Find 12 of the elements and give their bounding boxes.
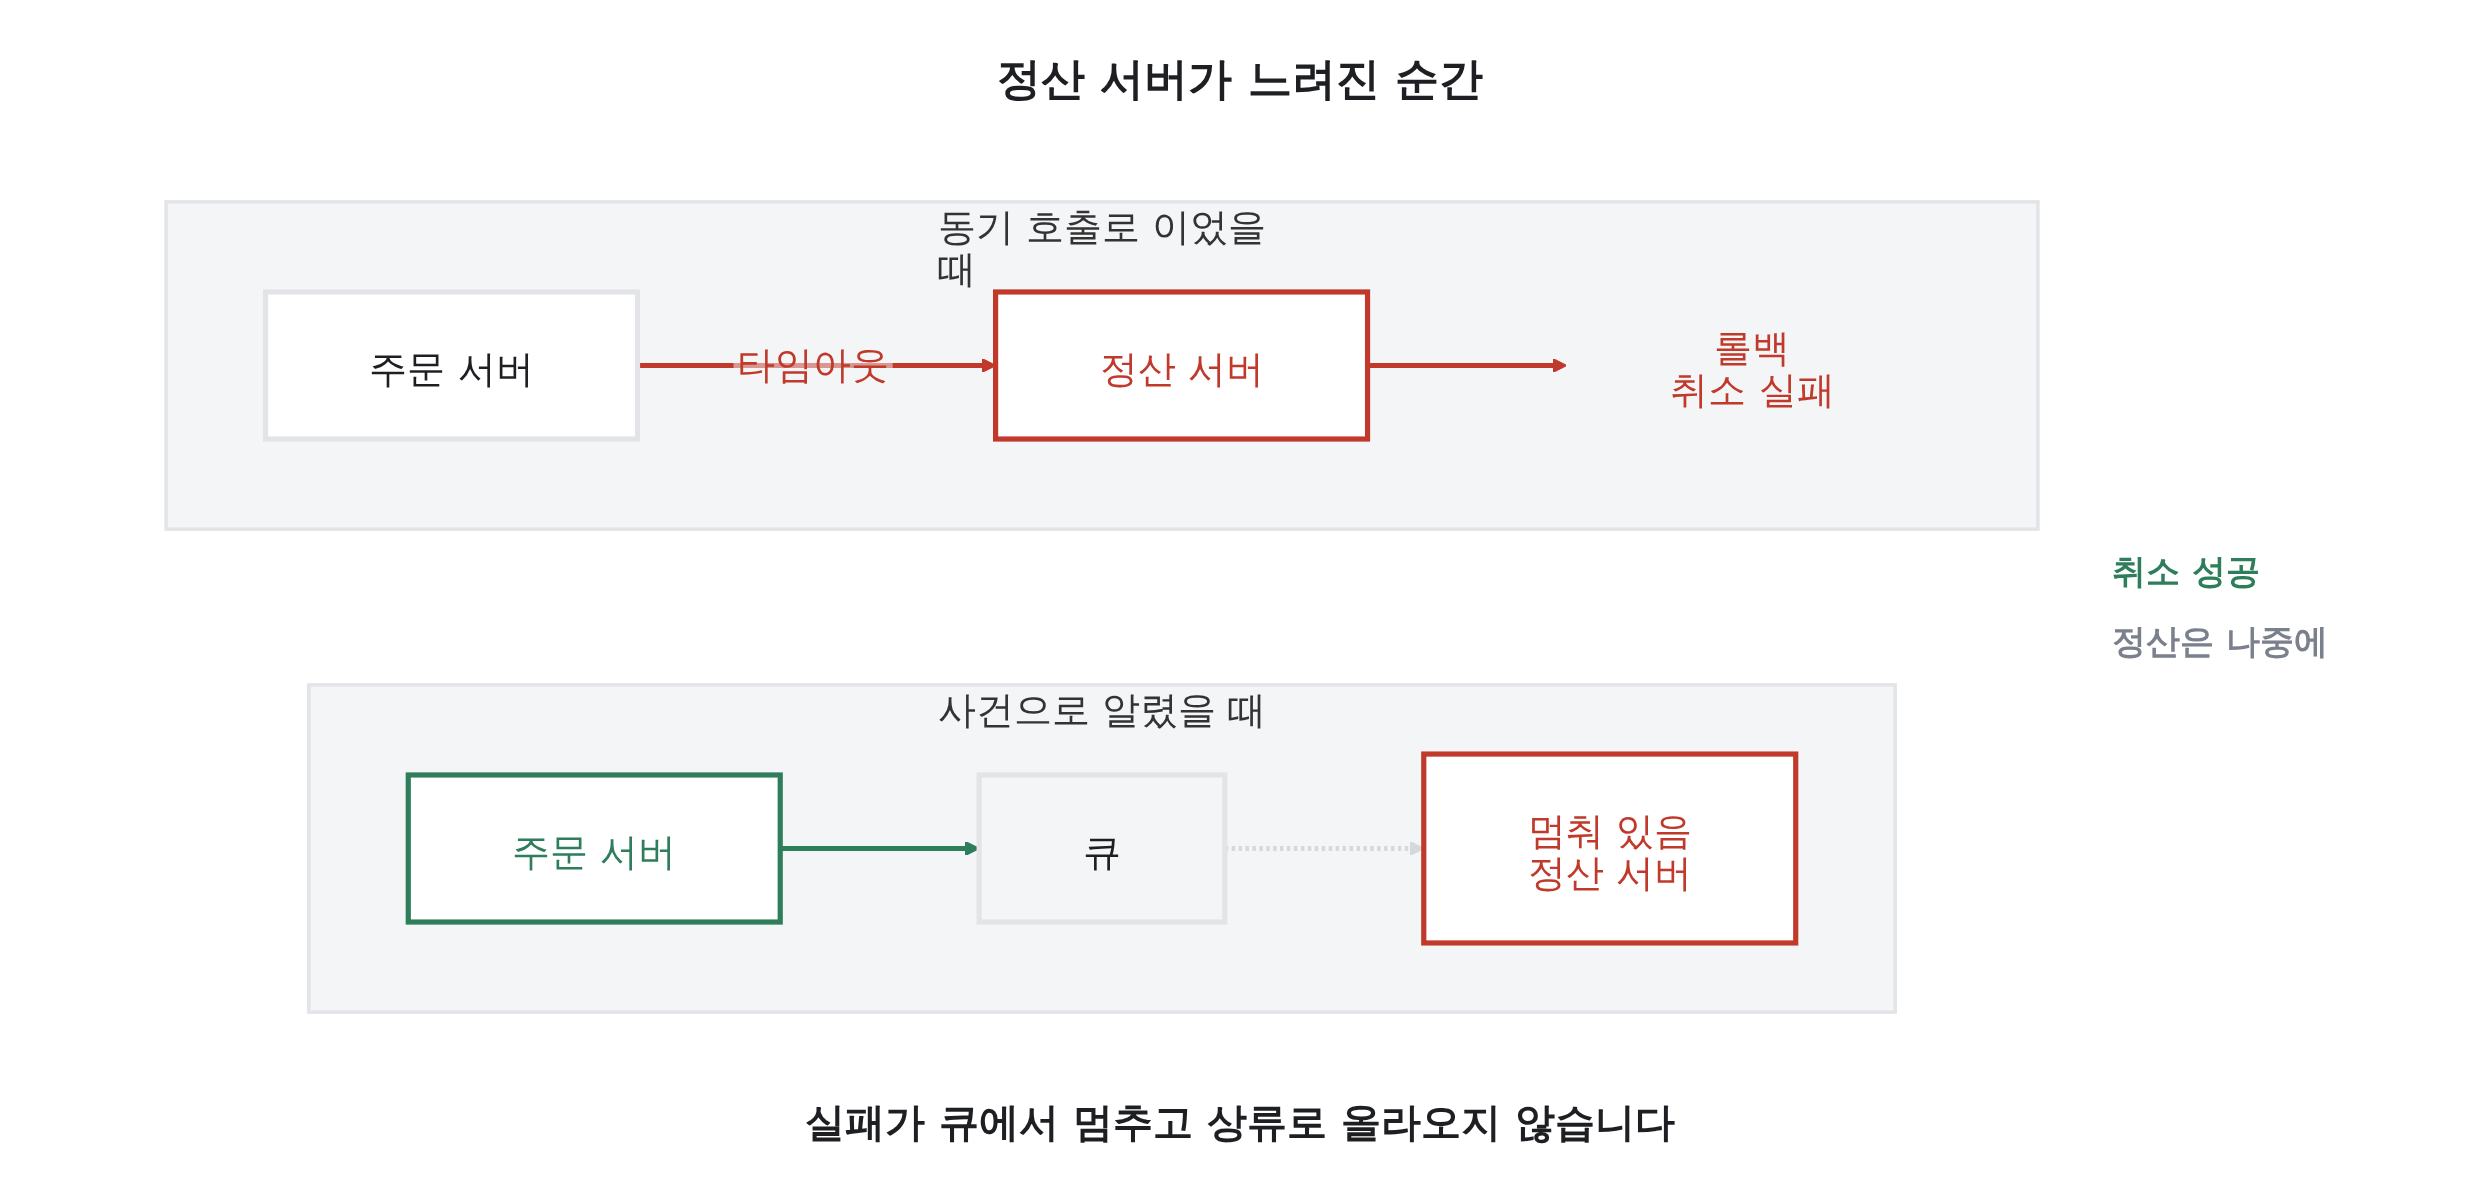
node-box: 주문 서버 [263,289,641,442]
node-box: 멈춰 있음 정산 서버 [1421,751,1799,946]
edge-label: 타임아웃 [737,343,890,388]
node-text: 롤백 취소 실패 [1670,326,1835,412]
node-box: 주문 서버 [405,772,783,925]
diagram-title: 정산 서버가 느려진 순간 [997,52,1483,106]
note-text: 정산은 나중에 [2112,620,2328,663]
node-box: 큐 [976,772,1228,925]
node-box: 정산 서버 [993,289,1371,442]
note-text: 취소 성공 [2112,550,2261,593]
arrow [1367,357,1568,374]
diagram-caption: 실패가 큐에서 멈추고 상류로 올라오지 않습니다 [805,1098,1675,1147]
